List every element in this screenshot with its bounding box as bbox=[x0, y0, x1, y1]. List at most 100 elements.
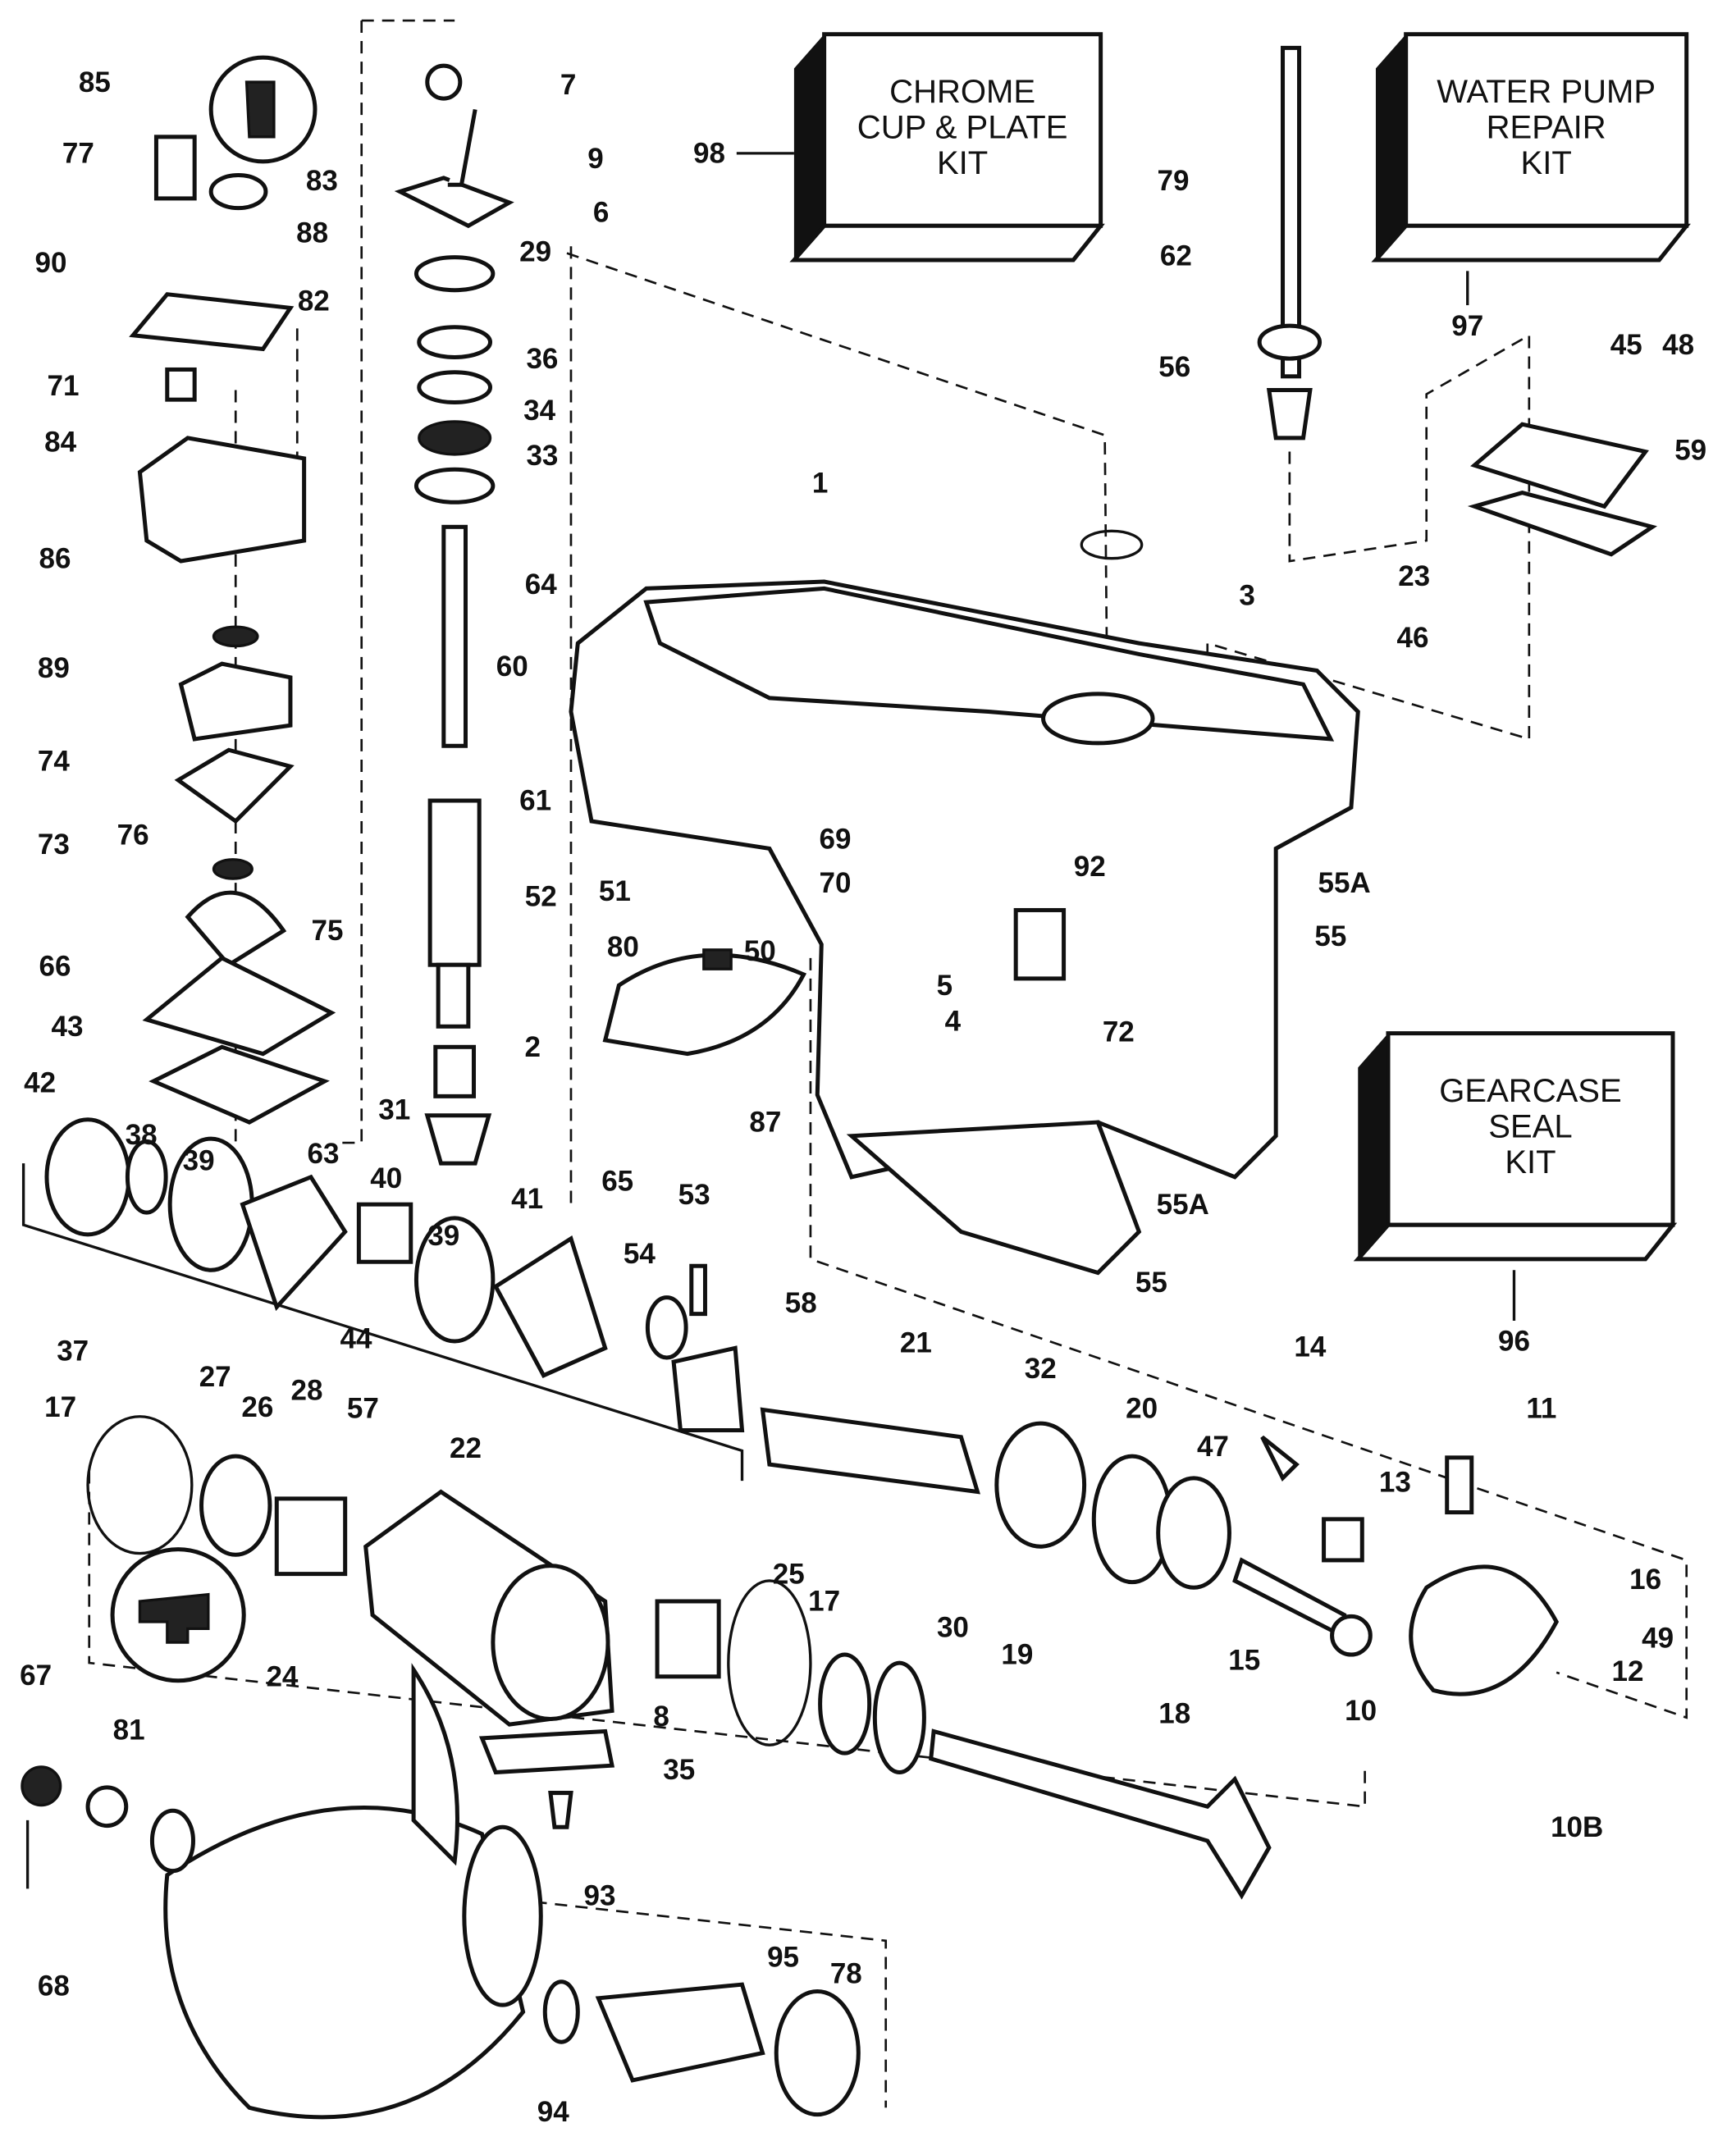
callout-90: 90 bbox=[35, 247, 67, 279]
bearing-housing-assembly bbox=[86, 1415, 1272, 1900]
callout-70: 70 bbox=[819, 867, 851, 899]
callout-2: 2 bbox=[525, 1031, 541, 1063]
callout-53: 53 bbox=[678, 1179, 710, 1211]
callout-85: 85 bbox=[79, 66, 111, 98]
driveshaft-assembly bbox=[394, 63, 514, 1166]
callout-58: 58 bbox=[785, 1287, 817, 1319]
callout-26: 26 bbox=[241, 1391, 273, 1423]
callout-60: 60 bbox=[496, 651, 528, 683]
kit-label-line: REPAIR bbox=[1487, 110, 1606, 146]
callout-39: 39 bbox=[427, 1220, 459, 1252]
callout-52: 52 bbox=[525, 880, 557, 912]
dashed-line-housing-top bbox=[566, 252, 1110, 876]
callout-77: 77 bbox=[62, 138, 94, 170]
callout-55a: 55A bbox=[1157, 1189, 1209, 1221]
callout-44: 44 bbox=[340, 1322, 372, 1354]
callout-8: 8 bbox=[653, 1701, 669, 1733]
callout-19: 19 bbox=[1001, 1639, 1033, 1671]
callout-71: 71 bbox=[48, 370, 80, 402]
dashed-line-pump bbox=[1206, 333, 1531, 741]
callout-61: 61 bbox=[519, 785, 551, 817]
callout-95: 95 bbox=[767, 1941, 799, 1973]
callout-38: 38 bbox=[126, 1119, 158, 1151]
callout-39: 39 bbox=[183, 1144, 215, 1176]
callout-32: 32 bbox=[1025, 1353, 1057, 1385]
callout-62: 62 bbox=[1160, 240, 1192, 272]
callout-23: 23 bbox=[1398, 560, 1430, 592]
dashed-line-driveshaft-right bbox=[361, 19, 573, 1205]
callout-35: 35 bbox=[663, 1754, 695, 1786]
callout-17: 17 bbox=[44, 1391, 76, 1423]
callout-79: 79 bbox=[1158, 165, 1190, 197]
callout-5: 5 bbox=[937, 970, 953, 1002]
callout-9: 9 bbox=[587, 143, 603, 175]
propshaft-gear-train bbox=[44, 1117, 1560, 1696]
callout-45: 45 bbox=[1610, 329, 1642, 361]
callout-55a: 55A bbox=[1318, 867, 1370, 899]
callout-4: 4 bbox=[945, 1005, 962, 1037]
water-pump-assembly bbox=[129, 55, 336, 1125]
callout-57: 57 bbox=[347, 1392, 379, 1424]
callout-68: 68 bbox=[38, 1970, 70, 2002]
callout-93: 93 bbox=[584, 1879, 616, 1911]
callout-50: 50 bbox=[744, 935, 776, 967]
callout-27: 27 bbox=[199, 1361, 231, 1393]
callout-51: 51 bbox=[599, 875, 631, 907]
callout-10b: 10B bbox=[1551, 1811, 1603, 1843]
callout-55: 55 bbox=[1135, 1267, 1167, 1299]
callout-56: 56 bbox=[1158, 351, 1190, 383]
callout-1: 1 bbox=[812, 468, 828, 500]
callout-10: 10 bbox=[1345, 1695, 1377, 1727]
callout-83: 83 bbox=[306, 165, 338, 197]
kit-label-line: CUP & PLATE bbox=[857, 110, 1068, 146]
callout-98: 98 bbox=[693, 138, 725, 170]
callout-63: 63 bbox=[308, 1138, 340, 1170]
dashed-line-bearing-housing bbox=[88, 1471, 1366, 1808]
callout-14: 14 bbox=[1294, 1331, 1326, 1363]
callout-88: 88 bbox=[296, 217, 328, 249]
kit-label-line: GEARCASE bbox=[1439, 1073, 1621, 1109]
callout-12: 12 bbox=[1611, 1655, 1643, 1687]
callout-28: 28 bbox=[290, 1375, 322, 1407]
callout-37: 37 bbox=[57, 1335, 89, 1367]
callout-6: 6 bbox=[593, 196, 609, 228]
callout-13: 13 bbox=[1379, 1467, 1411, 1499]
callout-97: 97 bbox=[1451, 310, 1483, 342]
kit-label-line: CHROME bbox=[889, 74, 1035, 110]
callout-20: 20 bbox=[1126, 1392, 1158, 1424]
callout-65: 65 bbox=[601, 1165, 633, 1197]
callout-40: 40 bbox=[370, 1162, 402, 1194]
callout-66: 66 bbox=[39, 951, 71, 983]
callout-74: 74 bbox=[38, 745, 70, 777]
callout-94: 94 bbox=[537, 2096, 569, 2128]
callout-89: 89 bbox=[38, 652, 70, 684]
callout-67: 67 bbox=[20, 1660, 52, 1692]
callout-18: 18 bbox=[1158, 1697, 1190, 1729]
kit-label-line: KIT bbox=[937, 145, 988, 181]
callout-25: 25 bbox=[773, 1558, 805, 1590]
kit-label-line: KIT bbox=[1505, 1144, 1556, 1180]
callout-30: 30 bbox=[937, 1611, 969, 1643]
callout-31: 31 bbox=[378, 1094, 410, 1126]
callout-3: 3 bbox=[1239, 579, 1254, 611]
callout-55: 55 bbox=[1314, 920, 1346, 952]
callout-49: 49 bbox=[1642, 1623, 1674, 1655]
callout-17: 17 bbox=[808, 1586, 840, 1618]
callout-87: 87 bbox=[749, 1107, 781, 1139]
callout-22: 22 bbox=[450, 1432, 482, 1464]
callout-69: 69 bbox=[819, 823, 851, 855]
callout-64: 64 bbox=[525, 568, 557, 600]
callout-96: 96 bbox=[1498, 1326, 1530, 1358]
callout-80: 80 bbox=[607, 931, 639, 963]
callout-36: 36 bbox=[526, 343, 558, 375]
callout-46: 46 bbox=[1397, 622, 1429, 654]
kit-label-line: KIT bbox=[1521, 145, 1572, 181]
callout-29: 29 bbox=[519, 236, 551, 268]
callout-43: 43 bbox=[52, 1011, 84, 1043]
dashed-line-driveshaft-left bbox=[342, 21, 363, 1144]
kit-label-line: SEAL bbox=[1488, 1108, 1572, 1144]
